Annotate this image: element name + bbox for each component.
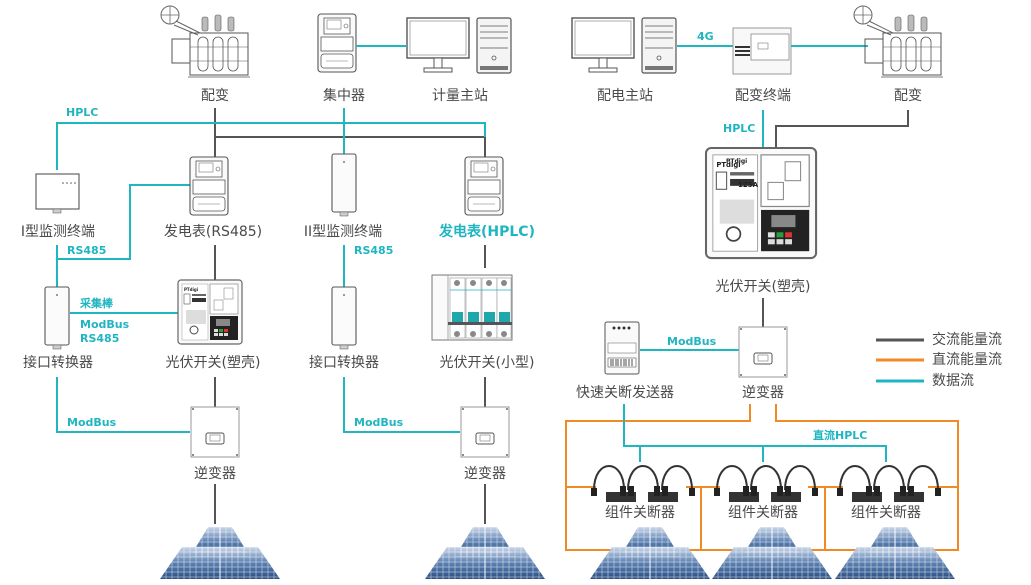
solar-panel-icon [834,526,956,580]
label-distribution-master: 配电主站 [597,88,653,104]
legend-dc-label: 直流能量流 [932,352,1002,368]
label-inverter: 逆变器 [194,466,236,482]
module-shutdown-icon [590,465,696,503]
label-modbus: ModBus [354,416,404,429]
label-interface-converter: 接口转换器 [309,355,379,371]
label-rs485: RS485 [80,332,120,345]
label-rs485: RS485 [354,244,394,257]
inverter-icon [190,406,240,458]
label-meter-rs485: 发电表(RS485) [163,224,263,240]
interface-converter-icon [331,286,357,350]
solar-panel-icon [711,526,833,580]
pv-switch-mcb-icon [431,274,513,341]
label-modbus: ModBus [80,318,130,331]
solar-panel-icon [159,526,281,580]
right-system: PTdigi 125A [565,5,959,580]
label-interface-converter: 接口转换器 [23,355,93,371]
label-dc-hplc: 直流HPLC [813,429,868,442]
metering-master-icon [406,17,512,74]
label-module-shutdown: 组件关断器 [605,505,675,521]
distribution-master-icon [571,17,677,74]
label-type1-monitor: I型监测终端 [20,224,96,240]
distribution-terminal-icon [732,27,792,75]
label-4g: 4G [697,30,714,43]
legend-data-label: 数据流 [932,373,974,389]
breaker-brand: PTdigi [726,158,747,165]
label-transformer: 配变 [894,88,922,104]
meter-hplc-icon [464,156,504,216]
legend-ac-label: 交流能量流 [932,332,1002,348]
breaker-rating: 125A [738,181,759,189]
label-module-shutdown: 组件关断器 [728,505,798,521]
data-lines [56,108,486,433]
transformer-icon [160,5,251,78]
solar-panel-icon [424,526,546,580]
legend [876,338,924,383]
type2-monitor-icon [331,153,357,217]
type1-monitor-device [35,173,80,214]
label-inverter: 逆变器 [742,385,784,401]
label-hplc: HPLC [66,106,99,119]
label-modbus: ModBus [67,416,117,429]
pv-switch-mccb-icon [177,279,243,345]
interface-converter-icon [44,286,70,350]
label-rapid-shutdown-transmitter: 快速关断发送器 [576,385,674,401]
module-shutdown-icon [836,465,942,503]
ac-lines [214,108,486,524]
label-collector: 采集棒 [80,297,113,310]
dc-hplc-lines [623,404,887,462]
module-shutdown-icon [713,465,819,503]
meter-rs485-icon [189,156,229,216]
inverter-icon [460,406,510,458]
inverter-icon [738,326,788,378]
concentrator-icon [317,13,357,73]
label-hplc: HPLC [723,122,756,135]
label-modbus: ModBus [667,335,717,348]
label-type2-monitor: II型监测终端 [303,224,383,240]
label-concentrator: 集中器 [323,88,365,104]
label-pv-switch-mccb: 光伏开关(塑壳) [715,279,811,295]
left-system [35,5,546,580]
label-metering-master: 计量主站 [432,88,488,104]
label-pv-switch-mccb: 光伏开关(塑壳) [165,355,261,371]
rapid-shutdown-transmitter-icon [604,321,640,375]
label-inverter: 逆变器 [464,466,506,482]
pv-switch-mccb-large-icon [704,146,818,260]
label-rs485: RS485 [67,244,107,257]
label-module-shutdown: 组件关断器 [851,505,921,521]
ac-line [775,110,909,148]
label-distribution-terminal: 配变终端 [735,88,791,104]
label-transformer: 配变 [201,88,229,104]
transformer-icon [853,5,944,78]
label-meter-hplc: 发电表(HPLC) [439,224,535,240]
solar-panel-icon [589,526,711,580]
label-pv-switch-mcb: 光伏开关(小型) [439,355,535,371]
